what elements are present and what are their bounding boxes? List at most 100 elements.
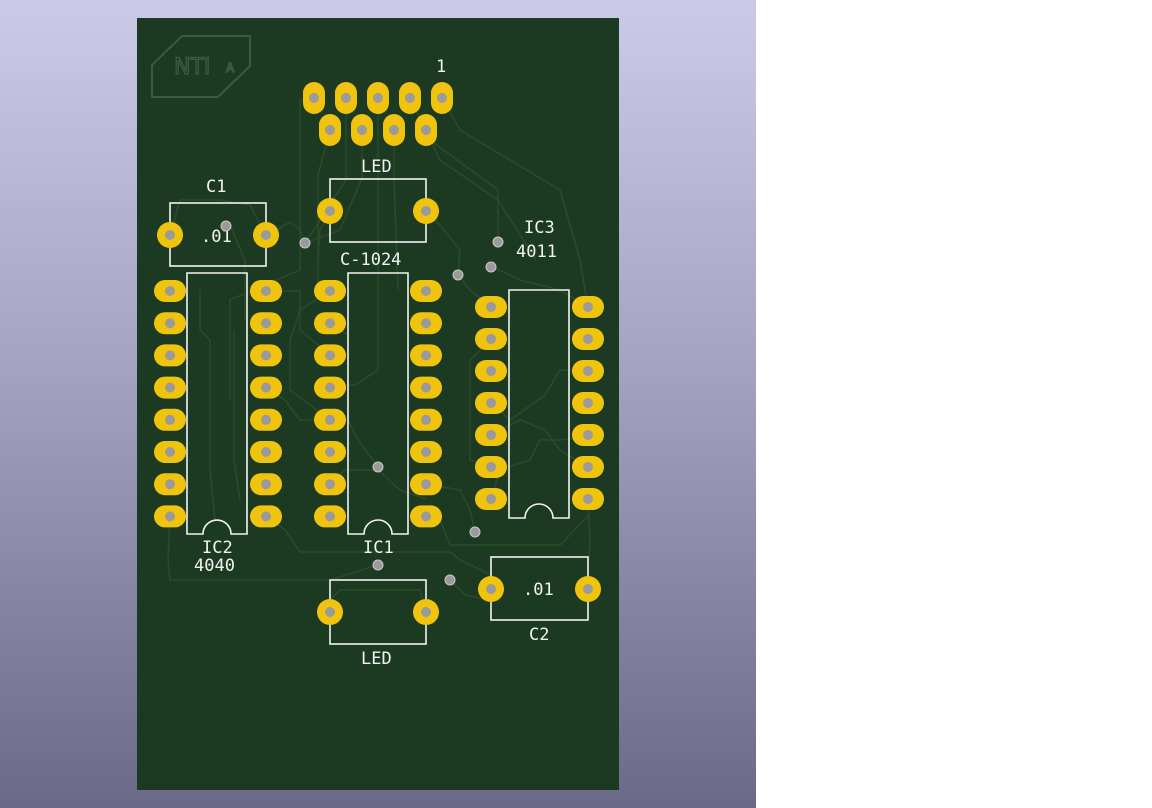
ic2-value-label: 4040 <box>194 556 235 576</box>
ic1-value-label: C-1024 <box>340 250 401 270</box>
ic3-value-label: 4011 <box>516 242 557 262</box>
via <box>485 261 497 273</box>
c2-pad[interactable] <box>478 576 504 602</box>
ic2-pad[interactable] <box>250 408 282 431</box>
header-pad[interactable] <box>431 82 453 114</box>
header-pad[interactable] <box>351 114 373 146</box>
ic3-pad[interactable] <box>475 488 507 510</box>
ic1-pad[interactable] <box>410 505 442 528</box>
c2-value-label: .01 <box>523 580 554 600</box>
ic1-pad[interactable] <box>410 312 442 335</box>
ic2-pad[interactable] <box>154 376 186 399</box>
ic3-pad[interactable] <box>572 360 604 382</box>
header-pad[interactable] <box>415 114 437 146</box>
ic1-pad[interactable] <box>314 408 346 431</box>
via <box>452 269 464 281</box>
ic2-pad[interactable] <box>250 441 282 463</box>
ic1-pads[interactable] <box>314 280 442 528</box>
ic1-pad[interactable] <box>314 441 346 463</box>
ic3-pad[interactable] <box>475 392 507 414</box>
ic3-pads[interactable] <box>475 296 604 510</box>
ic3-pad[interactable] <box>572 424 604 446</box>
ic3-pad[interactable] <box>572 392 604 414</box>
vias <box>220 220 504 586</box>
ic3-outline <box>508 289 570 519</box>
ic2-pad[interactable] <box>154 312 186 335</box>
ic2-pad[interactable] <box>154 344 186 367</box>
header-pad[interactable] <box>319 114 341 146</box>
led-top-pad[interactable] <box>317 198 343 224</box>
led-top-label: LED <box>361 157 392 177</box>
ic2-pad[interactable] <box>250 344 282 367</box>
c1-pad[interactable] <box>157 222 183 248</box>
via <box>220 220 232 232</box>
ic3-ref-label: IC3 <box>524 218 555 238</box>
via <box>469 526 481 538</box>
capacitor-c2[interactable]: .01 C2 <box>478 556 601 645</box>
ic1-chip[interactable] <box>347 272 409 535</box>
ic3-pad[interactable] <box>572 456 604 478</box>
c1-value-label: .01 <box>201 227 232 247</box>
led-bottom[interactable]: LED <box>317 579 439 669</box>
ic2-outline <box>186 272 248 535</box>
led-top-pad[interactable] <box>413 198 439 224</box>
ic2-pad[interactable] <box>154 441 186 463</box>
pcb-view[interactable]: NTI A 1 LED C1 .01 IC3 4011 C-1024 IC2 <box>0 0 756 808</box>
ic3-pad[interactable] <box>475 424 507 446</box>
ic2-pad[interactable] <box>250 312 282 335</box>
ic1-pad[interactable] <box>314 376 346 399</box>
via <box>492 236 504 248</box>
led-top[interactable]: LED <box>317 157 439 243</box>
via <box>372 559 384 571</box>
header-pad[interactable] <box>383 114 405 146</box>
led-bottom-pad[interactable] <box>413 599 439 625</box>
header-connector[interactable]: 1 <box>303 57 453 146</box>
ic2-pad[interactable] <box>154 473 186 496</box>
via <box>444 574 456 586</box>
ic3-pad[interactable] <box>475 328 507 350</box>
ic3-pad[interactable] <box>572 296 604 318</box>
logo-outline <box>151 35 251 98</box>
ic2-pad[interactable] <box>250 473 282 496</box>
header-pad[interactable] <box>367 82 389 114</box>
header-pad[interactable] <box>335 82 357 114</box>
ic2-ref-label: IC2 <box>202 538 233 558</box>
ic2-chip[interactable] <box>186 272 248 535</box>
header-pad[interactable] <box>303 82 325 114</box>
c1-pad[interactable] <box>253 222 279 248</box>
ic1-pad[interactable] <box>410 441 442 463</box>
ic1-pad[interactable] <box>314 312 346 335</box>
ic3-pad[interactable] <box>572 488 604 510</box>
ic2-pad[interactable] <box>250 505 282 528</box>
led-bottom-pad[interactable] <box>317 599 343 625</box>
ic1-pad[interactable] <box>314 473 346 496</box>
ic2-pad[interactable] <box>154 505 186 528</box>
ic1-pad[interactable] <box>314 344 346 367</box>
ic3-pad[interactable] <box>475 360 507 382</box>
capacitor-c1[interactable]: C1 .01 <box>157 177 279 267</box>
ic1-pad[interactable] <box>410 344 442 367</box>
ic1-pad[interactable] <box>410 280 442 302</box>
ic1-pad[interactable] <box>314 280 346 302</box>
ic3-chip[interactable] <box>508 289 570 519</box>
ic1-pad[interactable] <box>410 408 442 431</box>
ic2-pad[interactable] <box>250 280 282 302</box>
c2-pad[interactable] <box>575 576 601 602</box>
c2-ref-label: C2 <box>529 625 549 645</box>
ic2-pads[interactable] <box>154 280 282 528</box>
pin1-label: 1 <box>436 57 446 77</box>
ic1-ref-label: IC1 <box>363 538 394 558</box>
logo: NTI A <box>151 35 251 98</box>
ic3-pad[interactable] <box>475 456 507 478</box>
ic2-pad[interactable] <box>154 408 186 431</box>
ic1-pad[interactable] <box>314 505 346 528</box>
ic3-pad[interactable] <box>475 296 507 318</box>
logo-suffix: A <box>226 61 235 75</box>
ic2-pad[interactable] <box>154 280 186 302</box>
header-pad[interactable] <box>399 82 421 114</box>
c1-ref-label: C1 <box>206 177 226 197</box>
ic2-pad[interactable] <box>250 376 282 399</box>
ic1-pad[interactable] <box>410 376 442 399</box>
ic1-pad[interactable] <box>410 473 442 496</box>
ic3-pad[interactable] <box>572 328 604 350</box>
